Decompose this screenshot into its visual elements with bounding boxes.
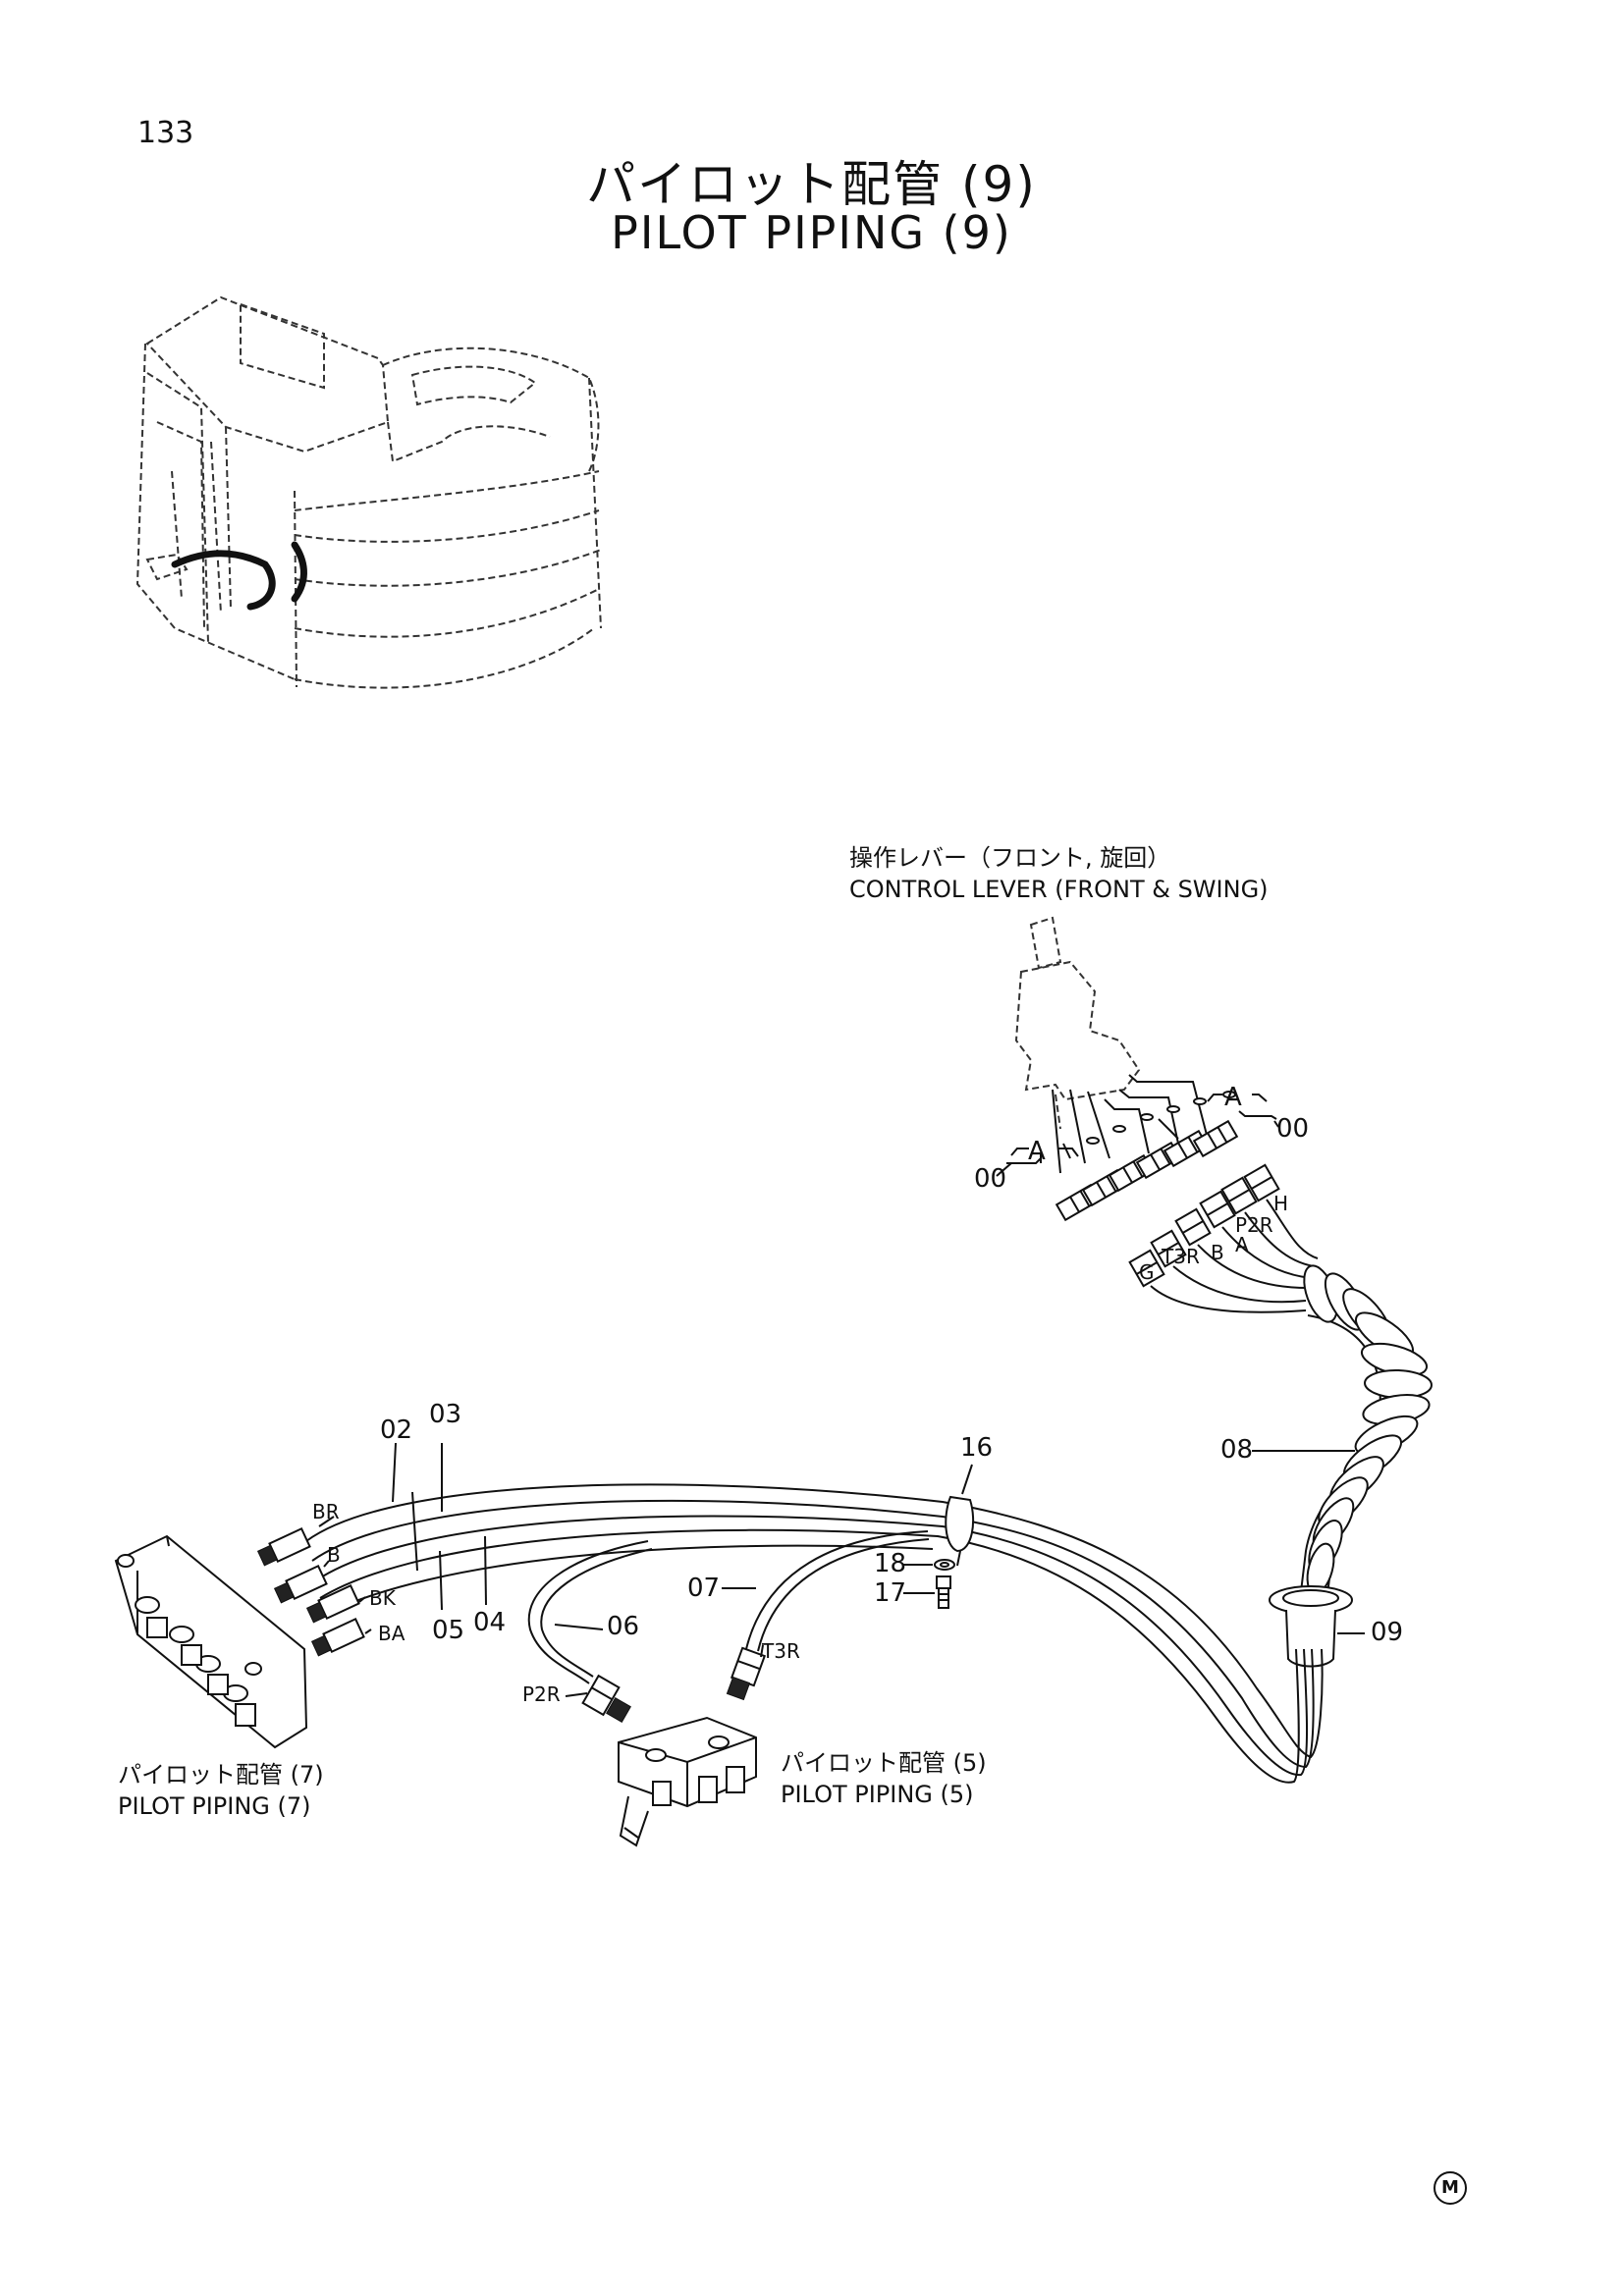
port-label-h: H [1273,1192,1289,1215]
excavator-overview-illustration [135,295,602,689]
part-number-18: 18 [874,1549,907,1578]
bolt-17 [936,1575,951,1609]
page-number: 133 [137,116,194,150]
part-number-08: 08 [1220,1435,1254,1465]
footer-mark: M [1434,2171,1467,2205]
part-number-06: 06 [607,1612,640,1641]
detail-a-label-left: A [1028,1137,1046,1166]
left-valve-block [114,1534,308,1749]
clamp-16 [945,1495,975,1567]
part-number-17: 17 [874,1578,907,1608]
part-number-03: 03 [429,1400,462,1429]
pilot-piping-7-caption-en: PILOT PIPING (7) [118,1792,311,1820]
pilot-piping-7-caption: パイロット配管 (7) PILOT PIPING (7) [118,1759,324,1822]
left-block-hose-fittings [256,1527,365,1657]
lever-hoses [1150,1199,1319,1313]
port-label-b-block: B [327,1543,341,1567]
part-number-00-right: 00 [1276,1114,1310,1144]
pilot-valve-block [618,1716,757,1847]
lever-hose-end-fittings [1128,1163,1280,1288]
port-label-p2r-lever: P2R [1235,1213,1273,1237]
port-label-br: BR [312,1500,340,1523]
pilot-piping-5-caption-jp: パイロット配管 (5) [781,1749,987,1777]
part-number-00-left: 00 [974,1164,1007,1194]
port-label-ba: BA [378,1622,406,1645]
washer-18 [934,1559,955,1571]
part-number-05: 05 [432,1616,465,1645]
part-number-02: 02 [380,1415,413,1445]
pilot-piping-5-caption-en: PILOT PIPING (5) [781,1781,974,1808]
control-lever-caption-en: CONTROL LEVER (FRONT & SWING) [849,876,1269,903]
detail-a-brackets [1006,1094,1277,1164]
port-label-bk: BK [369,1586,396,1610]
hose-07 [745,1530,930,1652]
page-title-japanese: パイロット配管 (9) [586,156,1037,213]
control-lever-caption-jp: 操作レバー（フロント, 旋回） [849,844,1171,872]
t3r-hose-fitting [726,1646,767,1701]
port-label-a: A [1235,1233,1249,1256]
p2r-hose-fitting [581,1674,631,1723]
control-lever-outline [1014,916,1141,1130]
main-hose-bundle [305,1483,1324,1784]
detail-a-label-right: A [1224,1083,1242,1112]
lever-fittings [1055,1091,1239,1222]
part-number-07: 07 [687,1574,721,1603]
port-label-t3r-lever: T3R [1162,1245,1200,1268]
spiral-protector-08 [1293,1264,1433,1650]
port-label-g: G [1139,1260,1155,1284]
part-number-04: 04 [473,1608,507,1637]
control-lever-caption: 操作レバー（フロント, 旋回） CONTROL LEVER (FRONT & S… [849,842,1269,905]
hose-06 [527,1540,653,1684]
leader-lines [318,1120,1365,1697]
pilot-piping-5-caption: パイロット配管 (5) PILOT PIPING (5) [781,1747,987,1810]
port-label-b-lever: B [1211,1241,1224,1264]
pilot-piping-7-caption-jp: パイロット配管 (7) [118,1761,324,1789]
part-number-16: 16 [960,1433,994,1463]
port-label-t3r-valve: T3R [762,1639,800,1663]
port-label-p2r-valve: P2R [522,1682,561,1706]
part-number-09: 09 [1371,1618,1404,1647]
page-title-english: PILOT PIPING (9) [611,206,1012,259]
grommet-09 [1269,1585,1353,1668]
lever-port-lines [1052,1074,1209,1174]
